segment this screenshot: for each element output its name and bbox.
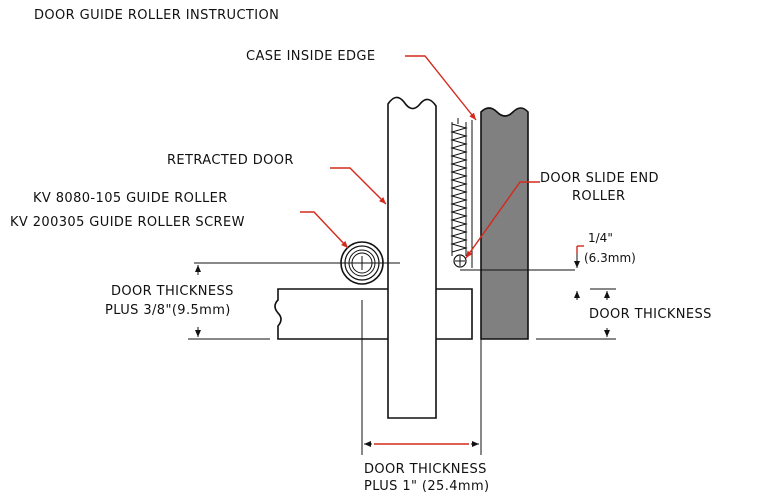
leader-retracted-door [330, 167, 387, 205]
label-door-slide-end-2: ROLLER [572, 189, 625, 204]
label-door-thickness-plus1-2: PLUS 1" (25.4mm) [364, 479, 490, 494]
leader-door-slide-end-roller [465, 181, 540, 259]
label-guide-roller: KV 8080-105 GUIDE ROLLER [33, 191, 228, 206]
leader-guide-roller [300, 211, 349, 249]
case-wall [480, 107, 529, 340]
label-offset-in: 1/4" [588, 231, 613, 245]
label-retracted-door: RETRACTED DOOR [167, 153, 294, 168]
door-slide-end-roller [453, 254, 467, 268]
door-panel-section [274, 288, 473, 340]
dim-quarter-inch [574, 245, 584, 300]
label-door-thickness-plus38-1: DOOR THICKNESS [111, 284, 234, 299]
retracted-door [387, 96, 437, 419]
diagram-title: DOOR GUIDE ROLLER INSTRUCTION [34, 8, 279, 23]
label-guide-roller-screw: KV 200305 GUIDE ROLLER SCREW [10, 215, 245, 230]
leader-case-inside-edge [405, 55, 477, 121]
door-slide [450, 118, 473, 268]
label-door-thickness: DOOR THICKNESS [589, 307, 712, 322]
label-door-slide-end-1: DOOR SLIDE END [540, 171, 659, 186]
label-door-thickness-plus38-2: PLUS 3/8"(9.5mm) [105, 303, 231, 318]
label-case-inside-edge: CASE INSIDE EDGE [246, 49, 375, 64]
label-door-thickness-plus1-1: DOOR THICKNESS [364, 462, 487, 477]
dim-door-thickness-plus-1 [361, 300, 482, 455]
label-offset-mm: (6.3mm) [584, 251, 636, 265]
